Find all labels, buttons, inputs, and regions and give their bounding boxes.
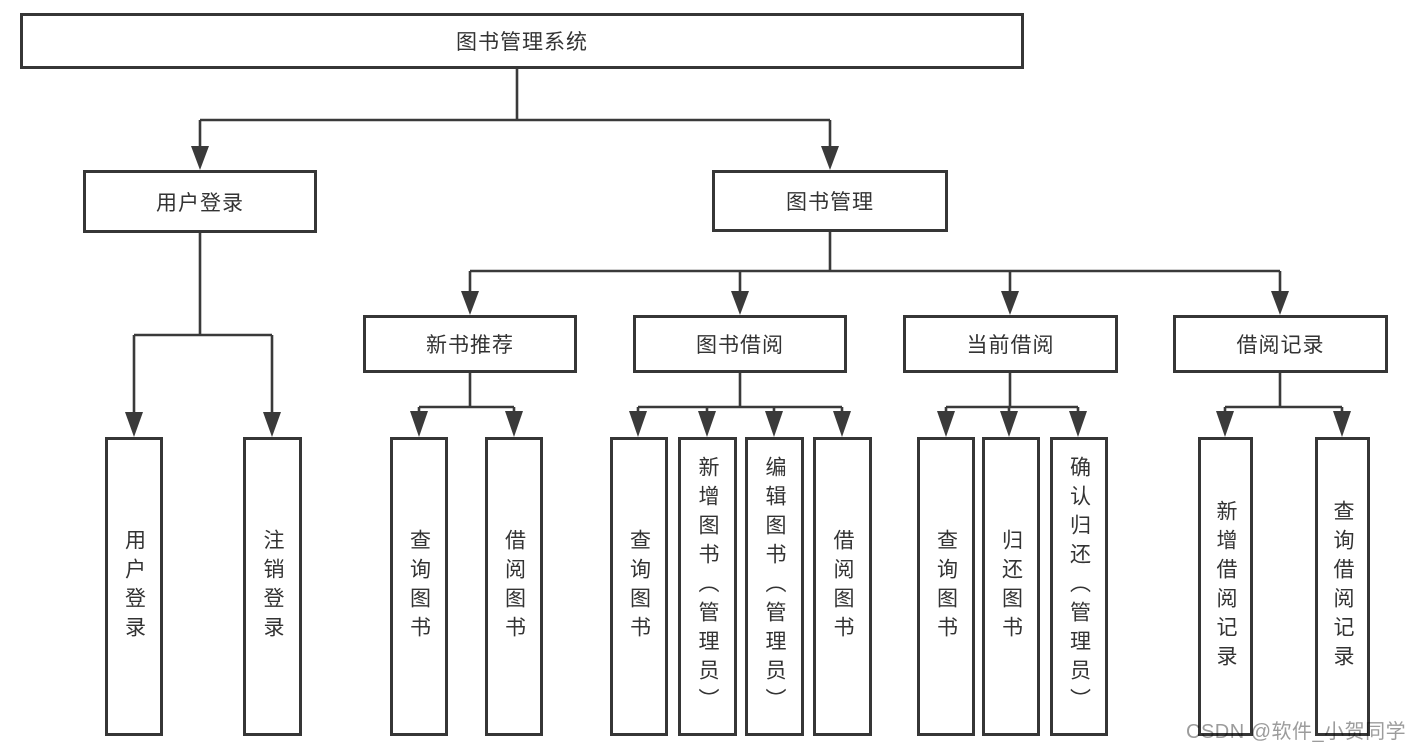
leaf-borrow-books: 借阅图书 (813, 437, 872, 736)
leaf-user-login: 用户登录 (105, 437, 163, 736)
connector-current-to-leaves (937, 373, 1087, 437)
arrowhead-icon (629, 411, 647, 437)
arrowhead-icon (833, 411, 851, 437)
leaf-add-borrow-record: 新增借阅记录 (1198, 437, 1253, 736)
node-label: 借阅记录 (1236, 334, 1325, 357)
node-label: 图书管理系统 (456, 31, 588, 54)
node-borrowing-records: 借阅记录 (1173, 315, 1388, 373)
connector-root-to-level2 (191, 69, 839, 170)
node-label: 注销登录 (261, 528, 284, 645)
arrowhead-icon (191, 146, 209, 170)
connector-records-to-leaves (1216, 373, 1351, 437)
node-label: 归还图书 (999, 528, 1023, 645)
csdn-watermark: CSDN @软件_小贺同学 (1186, 721, 1405, 743)
arrowhead-icon (1216, 411, 1234, 437)
arrowhead-icon (821, 146, 839, 170)
node-label: 用户登录 (156, 191, 244, 215)
arrowhead-icon (125, 412, 143, 437)
node-book-management: 图书管理 (712, 170, 948, 232)
leaf-add-books-admin: 新增图书（管理员） (678, 437, 737, 736)
leaf-return-books: 归还图书 (982, 437, 1040, 736)
node-label: 新增借阅记录 (1214, 499, 1237, 674)
node-label: 查询图书 (627, 528, 651, 645)
node-book-management-system: 图书管理系统 (20, 13, 1024, 69)
arrowhead-icon (505, 411, 523, 437)
connector-newbook-to-leaves (410, 373, 523, 437)
leaf-edit-books-admin: 编辑图书（管理员） (745, 437, 804, 736)
node-label: 用户登录 (122, 528, 146, 645)
arrowhead-icon (698, 411, 716, 437)
node-label: 确认归还（管理员） (1067, 456, 1091, 717)
leaf-query-books-current: 查询图书 (917, 437, 975, 736)
connector-userlogin-to-leaves (125, 233, 281, 437)
node-label: 图书借阅 (696, 334, 784, 357)
arrowhead-icon (1271, 291, 1289, 315)
node-label: 新书推荐 (426, 334, 514, 357)
arrowhead-icon (263, 412, 281, 437)
arrowhead-icon (1069, 411, 1087, 437)
node-label: 查询图书 (934, 528, 958, 645)
arrowhead-icon (1001, 291, 1019, 315)
node-label: 查询图书 (407, 528, 431, 645)
arrowhead-icon (765, 411, 783, 437)
arrowhead-icon (937, 411, 955, 437)
node-label: 图书管理 (786, 191, 874, 214)
node-current-borrowing: 当前借阅 (903, 315, 1118, 373)
node-label: 编辑图书（管理员） (763, 456, 786, 717)
leaf-query-borrow-record: 查询借阅记录 (1315, 437, 1370, 736)
leaf-confirm-return-admin: 确认归还（管理员） (1050, 437, 1108, 736)
node-book-borrowing: 图书借阅 (633, 315, 847, 373)
node-new-book-recommend: 新书推荐 (363, 315, 577, 373)
arrowhead-icon (461, 291, 479, 315)
node-label: 新增图书（管理员） (696, 456, 719, 717)
node-label: 当前借阅 (966, 334, 1055, 357)
node-label: 借阅图书 (831, 528, 854, 645)
arrowhead-icon (1000, 411, 1018, 437)
leaf-query-books-recommend: 查询图书 (390, 437, 448, 736)
node-label: 借阅图书 (502, 528, 526, 645)
connector-bookmgmt-to-level3 (461, 232, 1289, 315)
node-label: 查询借阅记录 (1331, 499, 1354, 674)
node-user-login: 用户登录 (83, 170, 317, 233)
leaf-logout: 注销登录 (243, 437, 302, 736)
leaf-query-books-borrowing: 查询图书 (610, 437, 668, 736)
arrowhead-icon (1333, 411, 1351, 437)
arrowhead-icon (410, 411, 428, 437)
connector-borrow-to-leaves (629, 373, 851, 437)
arrowhead-icon (731, 291, 749, 315)
leaf-borrow-books-recommend: 借阅图书 (485, 437, 543, 736)
